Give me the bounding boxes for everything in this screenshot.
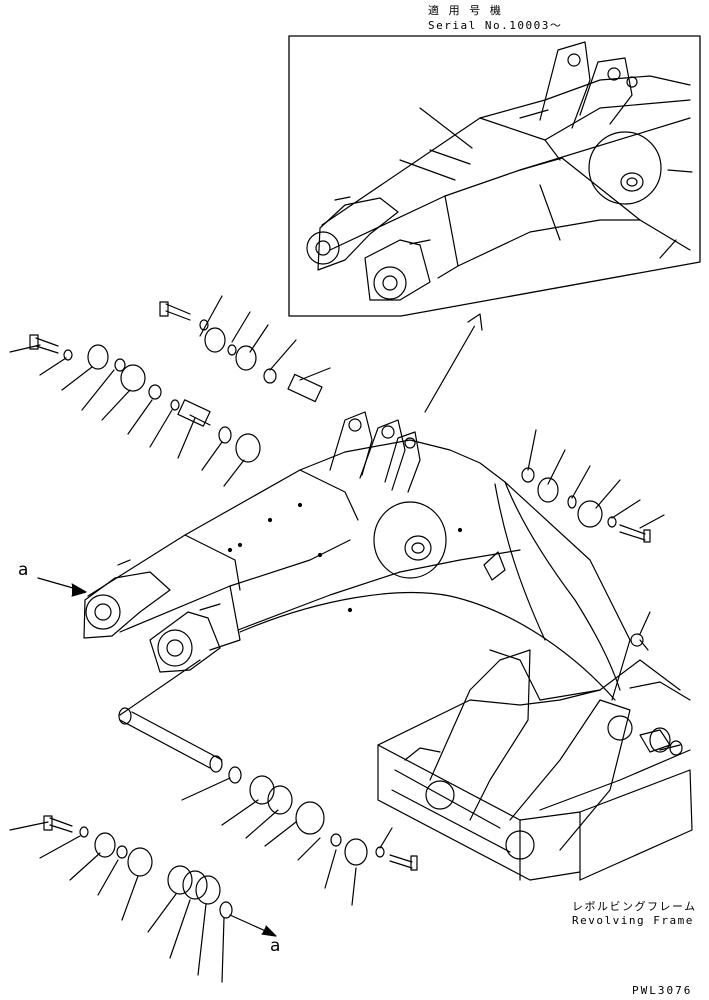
revolving-frame-label: Revolving Frame — [572, 914, 694, 927]
serial-number-label: Serial No.10003～ — [428, 19, 563, 32]
exploded-parts-upper — [10, 296, 330, 486]
callout-a-left: a — [18, 560, 29, 580]
boom-foot-pin — [119, 660, 222, 772]
main-boom — [84, 412, 630, 700]
revolving-frame-jp-label: レボルビングフレーム — [572, 900, 697, 913]
drawing-code: PWL3076 — [632, 984, 693, 997]
exploded-parts-lower — [10, 578, 417, 982]
callout-a-bottom: a — [270, 936, 281, 956]
inset-boom-drawing — [307, 42, 692, 300]
revolving-frame — [378, 640, 692, 880]
applicable-serial-jp-label: 適 用 号 機 — [428, 4, 503, 17]
exploded-parts-right — [522, 430, 682, 755]
detail-arrow — [425, 314, 482, 412]
inset-detail-box — [289, 36, 700, 316]
